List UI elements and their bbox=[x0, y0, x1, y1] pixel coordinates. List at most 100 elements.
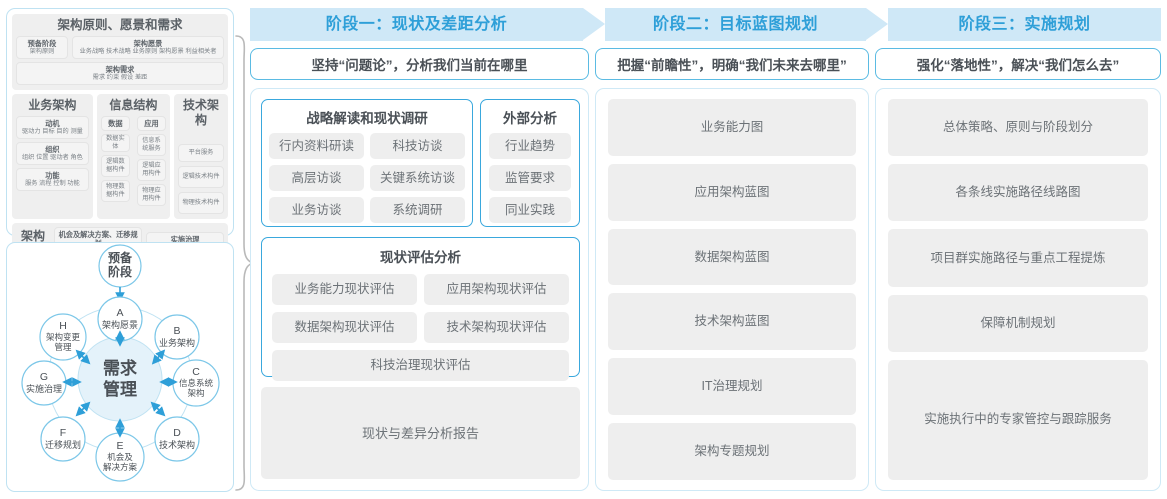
function-block: 功能 服务 流程 控制 功能 bbox=[16, 168, 89, 191]
tile-phase3-0[interactable]: 总体策略、原则与阶段划分 bbox=[888, 99, 1148, 157]
tile-assessment-1[interactable]: 应用架构现状评估 bbox=[424, 274, 569, 305]
data-entity-cell: 数据实体 bbox=[100, 134, 130, 152]
svg-text:阶段: 阶段 bbox=[108, 264, 133, 279]
phase-1-panel: 战略解读和现状调研 行内资料研读 科技访谈 高层访谈 关键系统访谈 业务访谈 系… bbox=[250, 88, 589, 491]
strategy-research-group: 战略解读和现状调研 行内资料研读 科技访谈 高层访谈 关键系统访谈 业务访谈 系… bbox=[261, 99, 473, 227]
tile-strategy-2[interactable]: 高层访谈 bbox=[269, 165, 364, 191]
tile-assessment-2[interactable]: 数据架构现状评估 bbox=[272, 312, 417, 343]
tile-phase2-2[interactable]: 数据架构蓝图 bbox=[608, 228, 856, 286]
tile-external-2[interactable]: 同业实践 bbox=[489, 197, 571, 223]
tile-phase2-0[interactable]: 业务能力图 bbox=[608, 99, 856, 156]
architecture-requirements-title: 架构需求 bbox=[105, 65, 135, 74]
tile-assessment-full[interactable]: 科技治理现状评估 bbox=[272, 350, 569, 381]
left-reference-column: 架构原则、愿景和需求 预备阶段 架构原则 架构愿景 业务战略 技术战略 业务原则… bbox=[6, 8, 255, 492]
phase-3-panel: 总体策略、原则与阶段划分 各条线实施路径线路图 项目群实施路径与重点工程提炼 保… bbox=[875, 88, 1161, 491]
svg-text:预备: 预备 bbox=[108, 250, 133, 265]
platform-services-cell: 平台服务 bbox=[178, 144, 224, 162]
tile-assessment-3[interactable]: 技术架构现状评估 bbox=[424, 312, 569, 343]
strategy-research-title: 战略解读和现状调研 bbox=[306, 111, 428, 126]
tile-phase2-5[interactable]: 架构专题规划 bbox=[608, 423, 856, 480]
technology-architecture-title: 技术架构 bbox=[182, 98, 219, 127]
phase-chevron-2-icon bbox=[866, 8, 888, 41]
physical-data-cell: 物理数据构件 bbox=[100, 180, 130, 202]
tile-phase3-3[interactable]: 保障机制规划 bbox=[888, 294, 1148, 352]
svg-text:E: E bbox=[116, 440, 123, 452]
adm-node-f bbox=[40, 416, 86, 462]
phase-2-panel: 业务能力图 应用架构蓝图 数据架构蓝图 技术架构蓝图 IT治理规划 架构专题规划 bbox=[595, 88, 869, 491]
is-services-cell: 信息系统服务 bbox=[136, 134, 167, 156]
information-structure-title: 信息结构 bbox=[109, 98, 158, 112]
prelim-phase-title: 预备阶段 bbox=[27, 39, 57, 48]
current-state-assessment-title: 现状评估分析 bbox=[380, 250, 461, 265]
phase-header-background bbox=[250, 8, 1161, 41]
business-architecture-title: 业务架构 bbox=[28, 98, 77, 112]
organization-block: 组织 组织 位置 驱动者 角色 bbox=[16, 142, 89, 165]
architecture-vision-items: 业务战略 技术战略 业务原则 架构愿景 利益相关者 bbox=[79, 48, 217, 55]
logical-technology-cell: 逻辑技术构件 bbox=[178, 166, 224, 188]
togaf-content-framework-panel: 架构原则、愿景和需求 预备阶段 架构原则 架构愿景 业务战略 技术战略 业务原则… bbox=[6, 8, 234, 263]
adm-center-label-2: 管理 bbox=[103, 379, 137, 399]
adm-node-b bbox=[154, 314, 200, 360]
tile-strategy-1[interactable]: 科技访谈 bbox=[370, 133, 465, 159]
section-title: 架构原则、愿景和需求 bbox=[57, 18, 183, 32]
tile-gap-analysis-report[interactable]: 现状与差异分析报告 bbox=[261, 387, 580, 479]
phase-3-subtitle: 强化“落地性”，解决“我们怎么去” bbox=[875, 48, 1161, 80]
motivation-block: 动机 驱动力 目标 目的 测量 bbox=[16, 116, 89, 139]
tile-external-0[interactable]: 行业趋势 bbox=[489, 133, 571, 159]
adm-center-node bbox=[77, 336, 163, 422]
tile-strategy-5[interactable]: 系统调研 bbox=[370, 197, 465, 223]
tile-phase3-4[interactable]: 实施执行中的专家管控与跟踪服务 bbox=[888, 359, 1148, 481]
phase-1-subtitle: 坚持“问题论”，分析我们当前在哪里 bbox=[250, 48, 589, 80]
external-analysis-group: 外部分析 行业趋势 监管要求 同业实践 bbox=[480, 99, 580, 227]
function-items: 服务 流程 控制 功能 bbox=[25, 180, 80, 187]
logical-data-cell: 逻辑数据构件 bbox=[100, 155, 130, 177]
svg-text:D: D bbox=[173, 427, 181, 439]
adm-node-d bbox=[154, 416, 200, 462]
adm-node-h bbox=[39, 313, 87, 361]
architecture-principles-section: 架构原则、愿景和需求 预备阶段 架构原则 架构愿景 业务战略 技术战略 业务原则… bbox=[12, 14, 228, 90]
svg-text:业务架构: 业务架构 bbox=[159, 337, 195, 348]
tile-external-1[interactable]: 监管要求 bbox=[489, 165, 571, 191]
motivation-items: 驱动力 目标 目的 测量 bbox=[21, 128, 83, 135]
information-structure-column: 信息结构 数据 数据实体 逻辑数据构件 物理数据构件 bbox=[96, 94, 170, 219]
physical-technology-cell: 物理技术构件 bbox=[178, 192, 224, 214]
tile-strategy-4[interactable]: 业务访谈 bbox=[269, 197, 364, 223]
tile-assessment-0[interactable]: 业务能力现状评估 bbox=[272, 274, 417, 305]
tile-phase2-1[interactable]: 应用架构蓝图 bbox=[608, 163, 856, 221]
svg-text:B: B bbox=[173, 325, 180, 337]
svg-text:解决方案: 解决方案 bbox=[103, 462, 138, 472]
tile-strategy-0[interactable]: 行内资料研读 bbox=[269, 133, 364, 159]
architecture-vision-title: 架构愿景 bbox=[133, 39, 163, 48]
adm-node-a bbox=[97, 296, 143, 342]
svg-text:架构: 架构 bbox=[187, 388, 204, 398]
svg-text:迁移规划: 迁移规划 bbox=[45, 439, 81, 450]
current-state-assessment-group: 现状评估分析 业务能力现状评估 应用架构现状评估 数据架构现状评估 技术架构现状… bbox=[261, 237, 580, 381]
adm-cycle-panel: 需求 管理 预备 阶段 A 架构愿景 B 业务架构 C 信息系统 架构 D 技术… bbox=[6, 242, 234, 492]
svg-text:机会及: 机会及 bbox=[107, 452, 133, 462]
svg-text:H: H bbox=[59, 320, 67, 332]
implementation-governance-title: 实施治理 bbox=[170, 234, 200, 244]
physical-application-cell: 物理应用构件 bbox=[136, 184, 167, 206]
adm-cycle-diagram: 需求 管理 预备 阶段 A 架构愿景 B 业务架构 C 信息系统 架构 D 技术… bbox=[21, 244, 220, 482]
external-analysis-title: 外部分析 bbox=[503, 111, 557, 126]
technology-architecture-column: 技术架构 平台服务 逻辑技术构件 物理技术构件 bbox=[174, 94, 228, 219]
tile-phase3-2[interactable]: 项目群实施路径与重点工程提炼 bbox=[888, 229, 1148, 287]
phase-chevron-1-icon bbox=[583, 8, 605, 41]
tile-strategy-3[interactable]: 关键系统访谈 bbox=[370, 165, 465, 191]
phase-3-header: 阶段三：实施规划 bbox=[958, 16, 1091, 33]
tile-phase3-1[interactable]: 各条线实施路径线路图 bbox=[888, 164, 1148, 222]
business-architecture-column: 业务架构 动机 驱动力 目标 目的 测量 组织 组织 位置 驱动者 角色 功能 … bbox=[12, 94, 93, 219]
tile-phase2-3[interactable]: 技术架构蓝图 bbox=[608, 293, 856, 351]
adm-node-g bbox=[21, 360, 67, 406]
tile-phase2-4[interactable]: IT治理规划 bbox=[608, 358, 856, 416]
logical-application-cell: 逻辑应用构件 bbox=[136, 159, 167, 181]
prelim-phase-block: 预备阶段 架构原则 bbox=[16, 36, 68, 59]
svg-text:信息系统: 信息系统 bbox=[179, 378, 214, 388]
organization-items: 组织 位置 驱动者 角色 bbox=[21, 154, 83, 161]
architecture-requirements-block: 架构需求 需求 约束 假设 差距 bbox=[16, 62, 224, 85]
architecture-requirements-items: 需求 约束 假设 差距 bbox=[92, 74, 148, 81]
organization-title: 组织 bbox=[45, 145, 60, 154]
motivation-title: 动机 bbox=[45, 119, 60, 128]
adm-center-label-1: 需求 bbox=[103, 358, 137, 378]
svg-text:A: A bbox=[116, 307, 123, 319]
